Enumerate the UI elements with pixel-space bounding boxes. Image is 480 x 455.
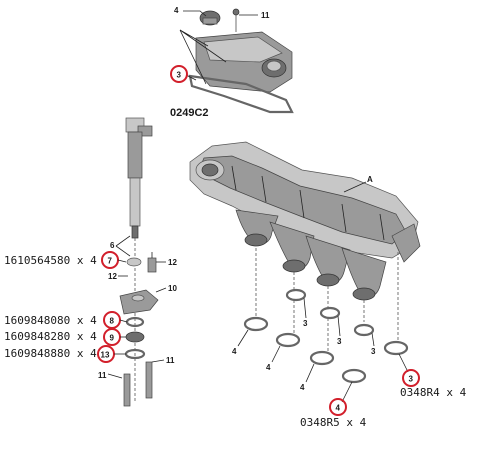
leader-cap: [183, 10, 207, 17]
callout-manifold: A: [367, 175, 373, 184]
highlight-ring-top-3: [170, 65, 188, 83]
manifold-inlet-bore: [201, 163, 219, 177]
callout-injector-6: 6: [110, 241, 115, 250]
ref-8: 8: [110, 317, 115, 326]
leader-callout-2: [179, 29, 227, 85]
clamp-stud: [147, 257, 157, 273]
leader-manifold: [343, 181, 367, 193]
filler-cap-base: [202, 17, 218, 25]
ref-7: 7: [108, 257, 113, 266]
leader-stud-11-right: [151, 359, 165, 363]
callout-seal3-1: 3: [303, 319, 308, 328]
injector-clamp: [119, 289, 159, 315]
leader-seal4-2: [271, 345, 281, 363]
manifold-port-4: [352, 287, 376, 301]
injector-seal-9: [125, 331, 145, 343]
highlight-ring-ref-4: [329, 398, 347, 416]
leader-injector-6: [115, 235, 131, 257]
part-number-list: 1610564580 x 4 7 1609848080 x 4 8 160984…: [4, 251, 128, 363]
callout-stud-11-left: 11: [98, 371, 107, 380]
seal-small-3: [353, 323, 375, 337]
callout-seal4-1: 4: [232, 347, 237, 356]
injector-inlet: [137, 125, 153, 137]
ref-3-code: 0348R4 x 4: [400, 386, 467, 399]
cover-bolt-head: [232, 8, 240, 16]
seal-small-2: [319, 306, 341, 320]
leader-7: [117, 259, 127, 263]
callout-seal3-3: 3: [371, 347, 376, 356]
part-number-7: 1610564580 x 4: [4, 254, 97, 267]
callout-bolt: 11: [261, 11, 270, 20]
callout-gasket: 3: [177, 71, 182, 80]
manifold-bracket: [391, 223, 421, 263]
manifold-seals: 3 3 3 4 4 4 3 0348R4 x 4 4 0348R5 x 4: [232, 248, 467, 429]
leader-seal3-2: [337, 315, 341, 337]
manifold-plenum-face: [197, 155, 407, 245]
injector-lower-body: [129, 177, 141, 227]
callout-stud-12: 12: [108, 272, 117, 281]
breather-code: 0249C2: [170, 107, 209, 119]
leader-ref-3: [398, 353, 409, 373]
seal-small-1: [285, 288, 307, 302]
manifold-port-3: [316, 273, 340, 287]
injector-clamp-hole: [131, 294, 145, 302]
leader-injector-10: [155, 287, 167, 293]
manifold-port-2: [282, 259, 306, 273]
seal-large-1: [243, 316, 269, 332]
breather-cover-top: [203, 36, 283, 63]
breather-assembly: 4 11 3 0249C2: [170, 6, 294, 119]
seal-large-3: [309, 350, 335, 366]
leader-seal3-3: [371, 332, 375, 347]
callout-seal3-2: 3: [337, 337, 342, 346]
callout-injector-12: 12: [168, 258, 177, 267]
breather-gasket: [188, 74, 294, 114]
manifold-port-1: [244, 233, 268, 247]
breather-outlet-bore: [266, 60, 282, 72]
callout-injector-10: 10: [168, 284, 177, 293]
leader-ref-4: [341, 381, 353, 403]
callout-seal4-3: 4: [300, 383, 305, 392]
stud-bottom-left: [123, 373, 131, 407]
leader-seal4-1: [237, 329, 249, 347]
part-number-9: 1609848280 x 4: [4, 330, 97, 343]
manifold-ribs: [231, 165, 385, 241]
ref-4-code: 0348R5 x 4: [300, 416, 367, 429]
stud-bottom-right: [145, 361, 153, 399]
injector-nozzle: [131, 225, 139, 239]
injector-upper-body: [127, 131, 143, 179]
leader-seal3-1: [303, 297, 307, 319]
seal-large-2: [275, 332, 301, 348]
part-number-13: 1609848880 x 4: [4, 347, 97, 360]
leader-8: [119, 319, 128, 323]
callout-seal4-2: 4: [266, 363, 271, 372]
seal-large-5: [383, 340, 409, 356]
callout-cap: 4: [174, 6, 179, 15]
injector-washer: [126, 257, 142, 267]
ref-13: 13: [101, 351, 110, 360]
leader-seal4-3: [305, 363, 315, 383]
callout-stud-11-right: 11: [166, 356, 175, 365]
ref-4-label: 4: [336, 404, 341, 413]
ref-3-label: 3: [409, 375, 414, 384]
part-number-8: 1609848080 x 4: [4, 314, 97, 327]
highlight-ring-ref-3: [402, 369, 420, 387]
intake-manifold: A: [189, 141, 421, 301]
seal-large-4: [341, 368, 367, 384]
ref-9: 9: [110, 334, 115, 343]
leader-stud-11-left: [107, 373, 123, 379]
